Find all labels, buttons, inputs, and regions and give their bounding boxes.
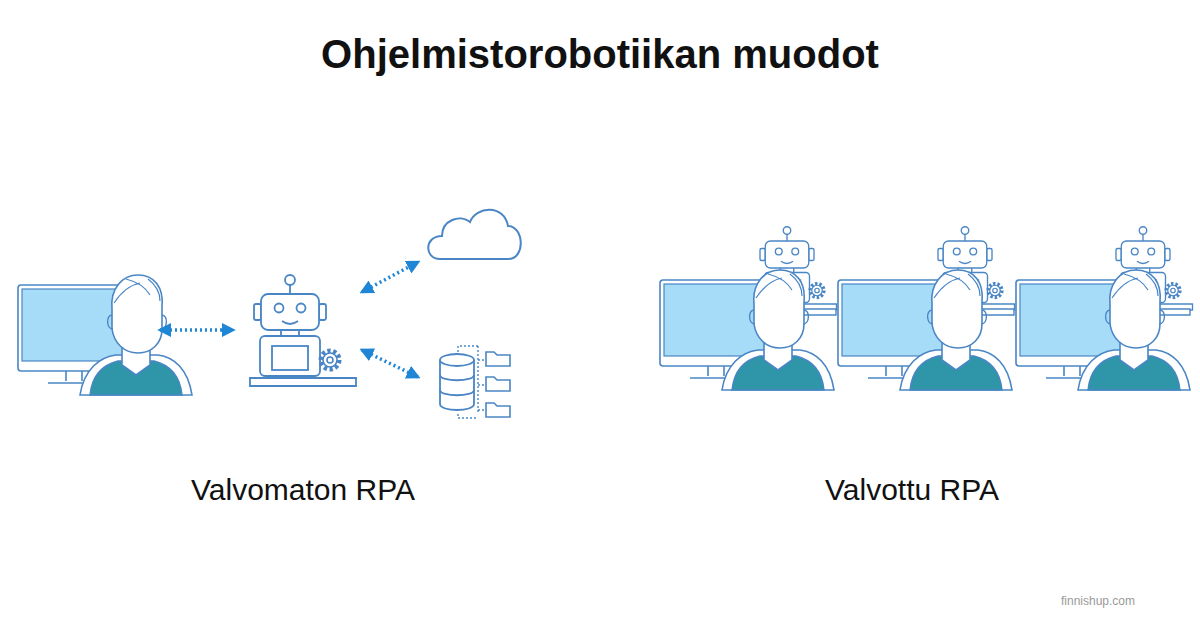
section-caption: Valvottu RPA (825, 472, 999, 508)
watermark: finnishup.com (1061, 594, 1135, 608)
section-caption: Valvomaton RPA (191, 472, 415, 508)
diagram-title: Ohjelmistorobotiikan muodot (321, 30, 879, 78)
